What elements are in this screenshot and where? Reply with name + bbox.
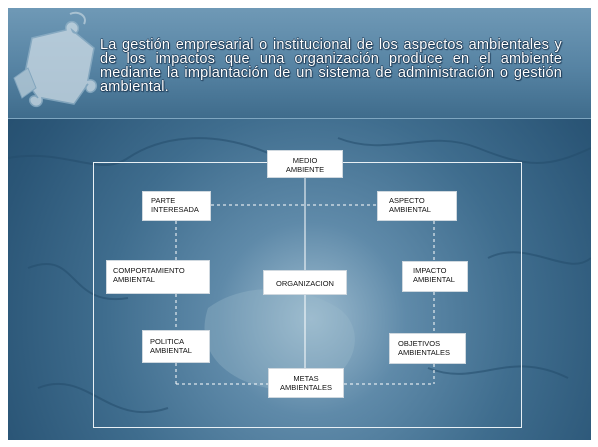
node-medio-ambiente: MEDIO AMBIENTE — [267, 150, 343, 178]
node-aspecto-ambiental: ASPECTO AMBIENTAL — [377, 191, 457, 221]
puzzle-background — [8, 11, 591, 414]
node-metas-ambientales: METAS AMBIENTALES — [268, 368, 344, 398]
diagram-connectors — [175, 178, 435, 385]
node-parte-interesada: PARTE INTERESADA — [142, 191, 211, 221]
node-politica-ambiental: POLITICA AMBIENTAL — [142, 330, 210, 363]
node-organizacion: ORGANIZACION — [263, 270, 347, 295]
header-band — [8, 8, 591, 119]
node-comportamiento-ambiental: COMPORTAMIENTO AMBIENTAL — [106, 260, 210, 294]
node-impacto-ambiental: IMPACTO AMBIENTAL — [402, 261, 468, 292]
node-objetivos-ambientales: OBJETIVOS AMBIENTALES — [389, 333, 466, 364]
slide-title: La gestión empresarial o institucional d… — [100, 37, 562, 95]
puzzle-piece-icon — [13, 11, 98, 108]
slide: La gestión empresarial o institucional d… — [8, 8, 591, 440]
